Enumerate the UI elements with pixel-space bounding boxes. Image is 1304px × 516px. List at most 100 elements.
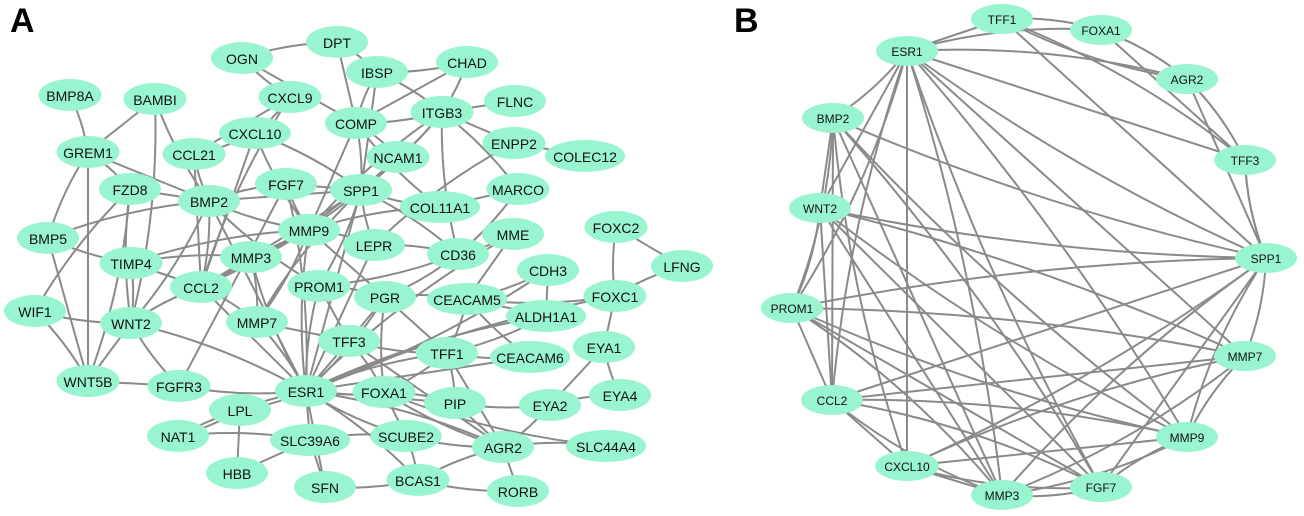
a-node-ellipse-col11a1	[399, 191, 481, 223]
panel-b-network: B TFF1FOXA1ESR1AGR2BMP2TFF3WNT2SPP1PROM1…	[734, 2, 1297, 510]
b-node-mmp9: MMP9	[1156, 422, 1218, 452]
b-node-ellipse-prom1	[761, 293, 823, 323]
b-node-bmp2: BMP2	[802, 103, 864, 133]
a-node-label-flnc: FLNC	[497, 94, 534, 110]
a-node-ellipse-scube2	[370, 420, 442, 452]
a-node-label-comp: COMP	[335, 116, 377, 132]
a-node-ellipse-ceacam6	[489, 341, 571, 373]
b-node-esr1: ESR1	[876, 36, 938, 66]
a-node-wnt2: WNT2	[100, 307, 162, 339]
b-node-ellipse-mmp3	[971, 480, 1033, 510]
a-node-label-chad: CHAD	[447, 55, 487, 71]
b-edge-prom1-mmp7	[791, 307, 1246, 357]
a-node-label-col11a1: COL11A1	[410, 200, 471, 216]
a-node-ellipse-esr1	[275, 375, 337, 407]
a-node-cxcl10: CXCL10	[219, 117, 291, 149]
b-node-spp1: SPP1	[1235, 243, 1297, 273]
a-node-ellipse-bambi	[123, 83, 187, 115]
a-node-ellipse-dpt	[306, 26, 368, 58]
a-node-ccl21: CCL21	[162, 138, 226, 170]
a-node-ellipse-eya2	[519, 389, 581, 421]
a-node-lepr: LEPR	[343, 229, 405, 261]
a-node-label-cd36: CD36	[440, 247, 476, 263]
a-node-label-cdh3: CDH3	[529, 263, 567, 279]
a-node-ellipse-cxcl9	[258, 81, 322, 113]
a-node-lfng: LFNG	[651, 250, 713, 282]
a-node-tff1: TFF1	[416, 337, 478, 369]
a-node-ellipse-bmp2	[178, 185, 240, 217]
a-node-mmp9: MMP9	[278, 214, 340, 246]
a-node-label-ccl21: CCL21	[172, 147, 216, 163]
a-node-ellipse-flnc	[484, 85, 546, 117]
a-node-ncam1: NCAM1	[366, 141, 430, 173]
a-node-ellipse-enpp2	[482, 127, 546, 159]
a-node-ellipse-grem1	[56, 136, 120, 168]
b-edge-tff1-spp1	[1001, 18, 1267, 259]
a-node-pip: PIP	[424, 387, 486, 419]
b-edge-bmp2-mmp3	[832, 117, 1003, 496]
a-node-label-wnt2: WNT2	[111, 316, 151, 332]
b-node-ellipse-ccl2	[801, 385, 863, 415]
a-node-ogn: OGN	[211, 42, 273, 74]
a-node-ellipse-cxcl10	[219, 117, 291, 149]
a-node-ellipse-mme	[482, 218, 544, 250]
a-node-scube2: SCUBE2	[370, 420, 442, 452]
a-node-ellipse-comp	[325, 107, 387, 139]
b-node-ellipse-tff3	[1214, 145, 1276, 175]
a-node-slc44a4: SLC44A4	[565, 430, 647, 462]
a-node-label-bmp8a: BMP8A	[46, 88, 94, 104]
b-edge-mmp7-mmp3	[1001, 355, 1246, 496]
b-edge-esr1-ccl2	[831, 50, 908, 401]
a-node-ellipse-spp1	[330, 174, 392, 206]
a-node-ellipse-ogn	[211, 42, 273, 74]
a-node-ellipse-bcas1	[386, 464, 450, 496]
a-edge-mmp9-esr1	[300, 229, 310, 392]
b-edge-ccl2-fgf7	[831, 399, 1102, 488]
b-edge-mmp7-cxcl10	[906, 355, 1246, 467]
a-node-ellipse-itgb3	[410, 96, 474, 128]
a-node-wif1: WIF1	[4, 295, 66, 327]
a-node-ellipse-tff1	[416, 337, 478, 369]
b-node-foxa1: FOXA1	[1070, 15, 1132, 45]
b-node-tff1: TFF1	[971, 4, 1033, 34]
a-node-enpp2: ENPP2	[482, 127, 546, 159]
b-edge-bmp2-ccl2	[831, 117, 834, 401]
a-node-lpl: LPL	[209, 394, 271, 426]
b-node-label-tff1: TFF1	[988, 13, 1017, 27]
a-node-label-bcas1: BCAS1	[395, 473, 441, 489]
a-node-slc39a6: SLC39A6	[269, 424, 351, 456]
b-edge-esr1-mmp7	[906, 50, 1246, 357]
a-node-bmp2: BMP2	[178, 185, 240, 217]
a-node-aldh1a1: ALDH1A1	[505, 300, 587, 332]
a-node-label-wif1: WIF1	[18, 304, 52, 320]
b-node-ellipse-wnt2	[789, 193, 851, 223]
b-node-cxcl10: CXCL10	[875, 451, 939, 481]
b-node-label-esr1: ESR1	[891, 45, 923, 59]
a-node-label-lfng: LFNG	[663, 259, 700, 275]
a-node-bambi: BAMBI	[123, 83, 187, 115]
a-node-ellipse-fzd8	[99, 173, 161, 205]
a-edge-lepr-esr1	[305, 244, 375, 392]
a-node-label-agr2: AGR2	[484, 440, 522, 456]
a-node-ellipse-hbb	[206, 457, 268, 489]
a-node-ellipse-lpl	[209, 394, 271, 426]
b-node-ellipse-agr2	[1156, 64, 1218, 94]
a-node-label-ccl2: CCL2	[183, 280, 219, 296]
a-node-ellipse-wif1	[4, 295, 66, 327]
a-node-label-ogn: OGN	[226, 51, 258, 67]
b-edge-wnt2-ccl2	[819, 207, 833, 401]
b-node-ellipse-bmp2	[802, 103, 864, 133]
a-node-ellipse-lepr	[343, 229, 405, 261]
a-node-ellipse-eya4	[589, 379, 651, 411]
b-node-fgf7: FGF7	[1070, 472, 1132, 502]
b-node-label-foxa1: FOXA1	[1081, 24, 1121, 38]
a-node-ellipse-ccl21	[162, 138, 226, 170]
a-node-nat1: NAT1	[147, 420, 209, 452]
a-node-label-bambi: BAMBI	[133, 92, 177, 108]
a-node-bmp8a: BMP8A	[38, 79, 102, 111]
a-node-ellipse-pip	[424, 387, 486, 419]
b-node-agr2: AGR2	[1156, 64, 1218, 94]
a-node-label-slc44a4: SLC44A4	[576, 439, 636, 455]
a-node-mme: MME	[482, 218, 544, 250]
